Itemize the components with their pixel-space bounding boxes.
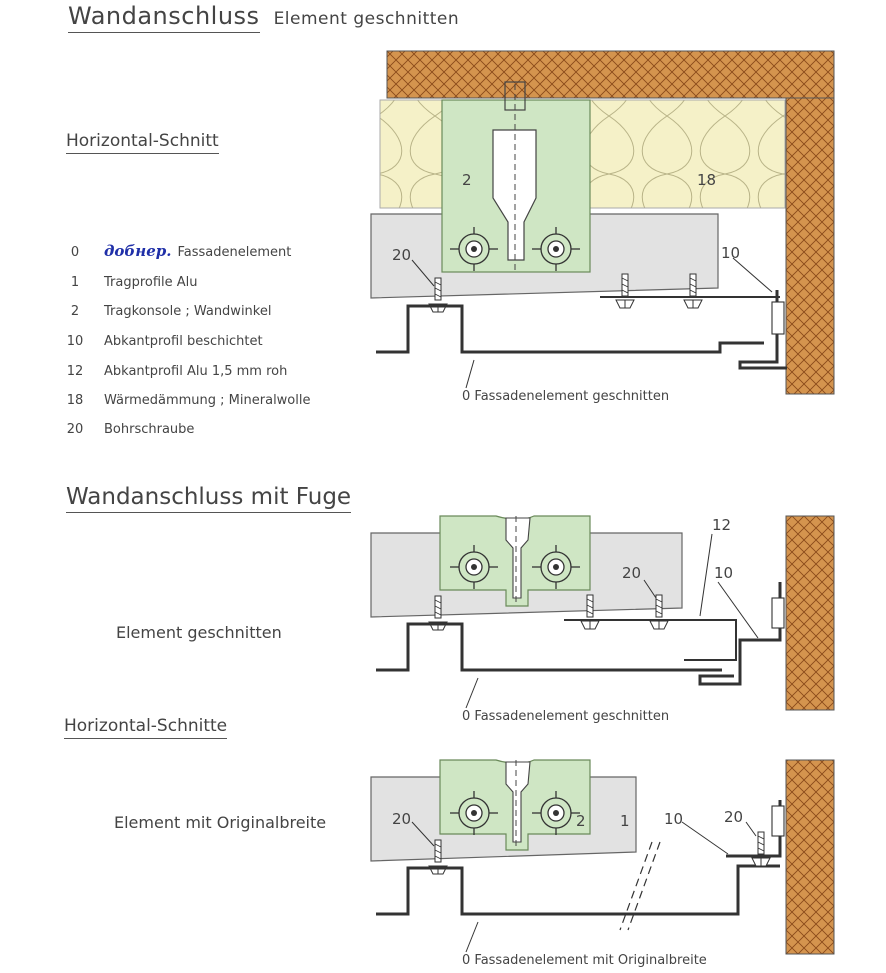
legend-label-18: Wärmedämmung ; Mineralwolle [104, 393, 311, 408]
label-10: 10 [721, 244, 740, 262]
label-20d: 20 [724, 808, 743, 826]
label-18: 18 [697, 171, 716, 189]
masonry-top [386, 50, 835, 99]
page-title: Wandanschluss Element geschnitten [68, 2, 460, 33]
section3-heading: Horizontal-Schnitte [64, 716, 228, 739]
masonry-right-3 [785, 759, 835, 955]
legend-num-2: 2 [70, 304, 80, 319]
legend-num-1: 1 [70, 275, 80, 290]
legend-label-2: Tragkonsole ; Wandwinkel [104, 304, 272, 319]
drawing-original-width: 20 2 1 10 20 0 Fassadenelement mit Origi… [370, 759, 835, 968]
legend-label-0: Fassadenelement [177, 245, 292, 260]
label-0b: 0 Fassadenelement geschnitten [462, 709, 669, 724]
masonry-right-2 [785, 515, 835, 711]
label-20: 20 [392, 246, 411, 264]
label-2: 2 [462, 171, 472, 189]
section1-heading: Horizontal-Schnitt [66, 131, 219, 154]
legend-label-12: Abkantprofil Alu 1,5 mm roh [104, 364, 288, 379]
legend-label-20: Bohrschraube [104, 422, 195, 437]
section3-caption: Element mit Originalbreite [114, 813, 327, 832]
section2-caption: Element geschnitten [116, 623, 282, 642]
title-subtitle: Element geschnitten [273, 9, 460, 29]
label-20c: 20 [392, 810, 411, 828]
label-0c: 0 Fassadenelement mit Originalbreite [462, 953, 707, 968]
legend-item-0: добнер. Fassadenelement [104, 242, 291, 260]
legend-label-1: Tragprofile Alu [104, 275, 198, 290]
legend-num-0: 0 [70, 245, 80, 260]
legend-num-12: 12 [66, 364, 84, 379]
label-20b: 20 [622, 564, 641, 582]
legend-num-10: 10 [66, 334, 84, 349]
label-12: 12 [712, 516, 731, 534]
label-2c: 2 [576, 812, 586, 830]
drawing-wall-connection-cut: 2 18 20 10 0 Fassadenelement geschnitten [370, 50, 835, 404]
legend-num-18: 18 [66, 393, 84, 408]
label-10b: 10 [714, 564, 733, 582]
drawing-wall-connection-joint: 12 10 20 0 Fassadenelement geschnitten [370, 515, 835, 724]
section2-heading: Wandanschluss mit Fuge [66, 484, 352, 513]
brand-logo: добнер. [104, 242, 172, 260]
masonry-right [785, 97, 835, 395]
label-10c: 10 [664, 810, 683, 828]
legend-num-20: 20 [66, 422, 84, 437]
label-1: 1 [620, 812, 630, 830]
legend-label-10: Abkantprofil beschichtet [104, 334, 263, 349]
title-main: Wandanschluss [68, 2, 260, 33]
label-0: 0 Fassadenelement geschnitten [462, 389, 669, 404]
